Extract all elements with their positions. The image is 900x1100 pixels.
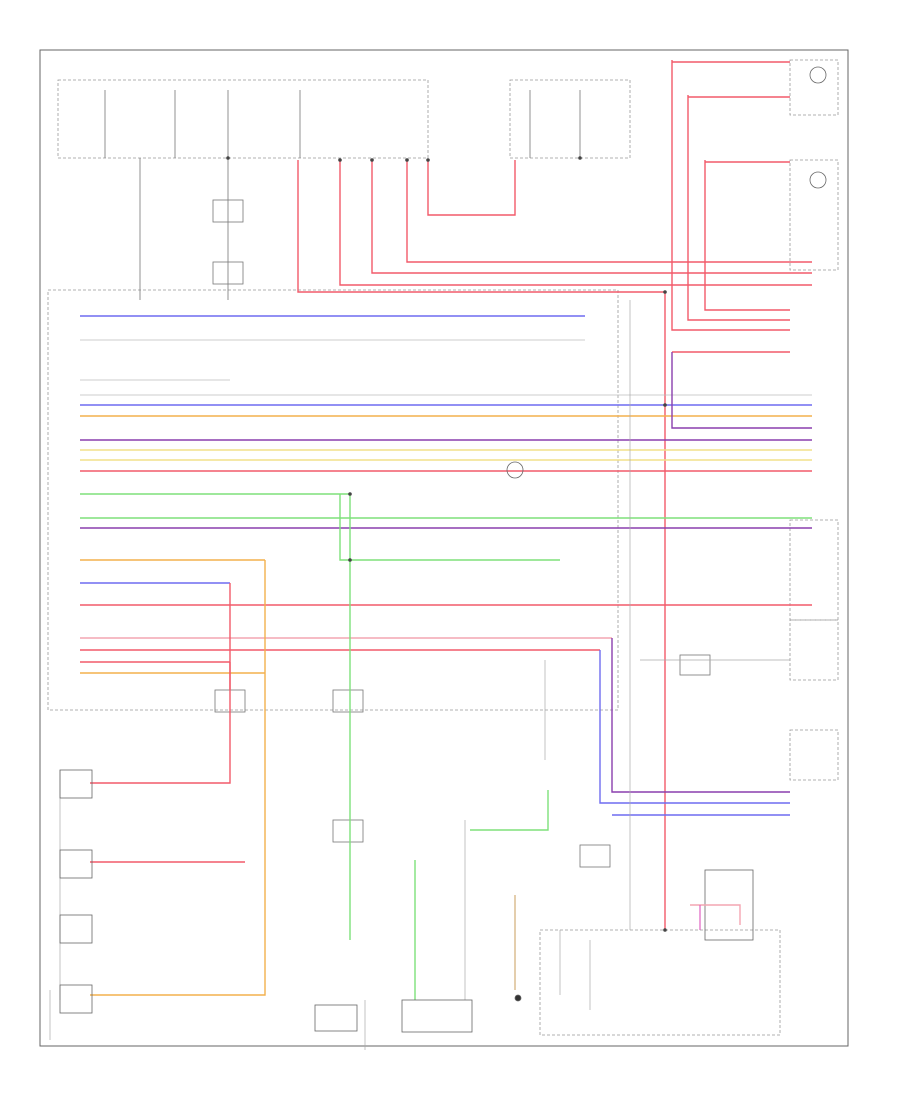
connector-dots	[226, 156, 667, 932]
right-return-wires	[599, 352, 812, 816]
top-red-wires	[297, 60, 812, 930]
bottom-modules	[314, 66, 827, 1033]
center-junction-box	[539, 929, 781, 1036]
right-component-box-4	[789, 619, 839, 681]
door-switches	[59, 769, 93, 1014]
left-harness	[80, 315, 812, 674]
diagram-frame	[39, 49, 849, 1047]
top-component-box-right	[509, 79, 631, 159]
pink-relay-wire	[690, 904, 741, 925]
right-component-box-3	[789, 519, 839, 621]
right-component-box-2	[789, 159, 839, 271]
right-component-box-5	[789, 729, 839, 781]
lower-left-wires	[90, 560, 266, 996]
top-verticals	[104, 90, 581, 300]
thin-lines	[49, 300, 790, 1050]
left-control-module	[47, 289, 619, 711]
top-components	[47, 59, 839, 1036]
small-relays	[212, 199, 711, 868]
right-component-box-1	[789, 59, 839, 116]
green-wires	[339, 494, 560, 1000]
top-component-box-left	[57, 79, 429, 159]
